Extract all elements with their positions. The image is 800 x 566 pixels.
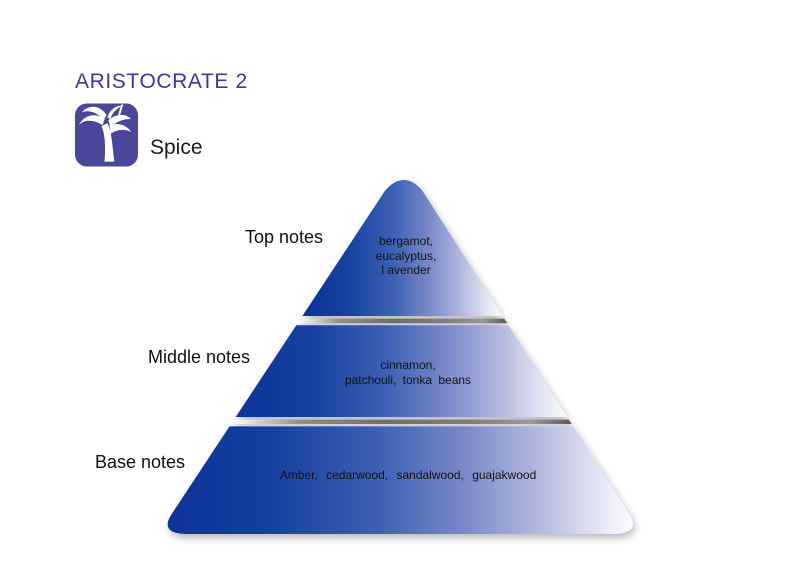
base-notes-label: Base notes	[95, 452, 186, 472]
top-notes-label: Top notes	[245, 227, 324, 247]
separator-bar-1	[297, 318, 508, 324]
separator-bar-2	[231, 419, 572, 424]
brand-title: ARISTOCRATE 2	[75, 70, 248, 93]
base-notes-text: Amber, cedarwood, sandalwood, guajakwood	[228, 468, 588, 483]
middle-notes-line: patchouli, tonka beans	[344, 373, 472, 387]
palm-tree-icon	[75, 103, 138, 167]
middle-notes-line: cinnamon,	[380, 358, 436, 372]
top-notes-line: l avender	[381, 263, 431, 278]
pyramid-top-section	[302, 180, 503, 316]
middle-notes-label: Middle notes	[148, 347, 251, 367]
pyramid-middle-section	[235, 325, 568, 417]
top-notes-line: eucalyptus,	[375, 248, 437, 263]
pyramid-base-section	[167, 426, 634, 534]
top-notes-line: bergamot,	[378, 234, 434, 248]
base-notes-line: Amber, cedarwood, sandalwood, guajakwood	[279, 468, 537, 482]
middle-notes-text: cinnamon, patchouli, tonka beans	[286, 358, 530, 388]
variant-label: Spice	[150, 136, 203, 159]
top-notes-text: bergamot, eucalyptus, l avender	[286, 234, 526, 278]
